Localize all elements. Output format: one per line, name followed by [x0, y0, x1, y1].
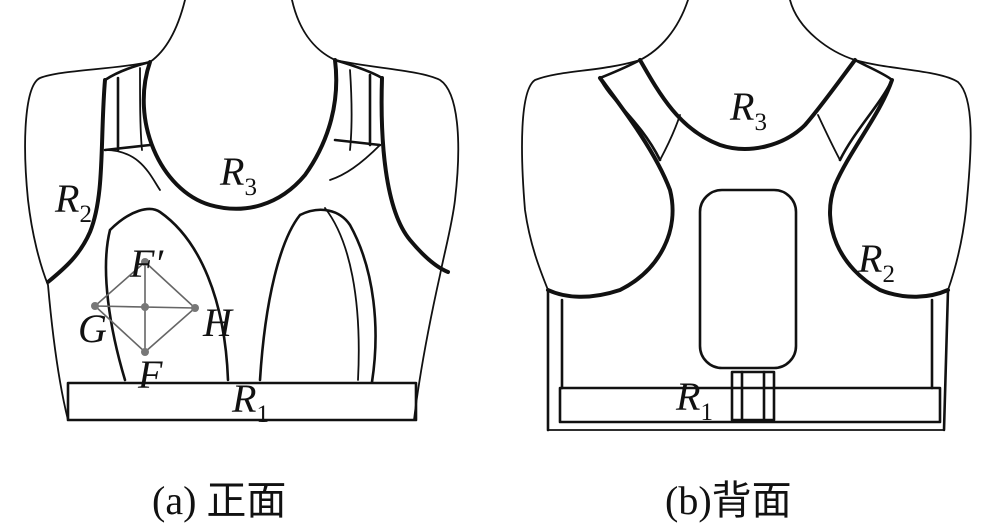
front-neck [149, 0, 336, 63]
back-hook-closure [730, 370, 776, 422]
front-strap-right [333, 58, 384, 147]
front-right-arm [334, 59, 460, 421]
back-label-r3: R3 [729, 84, 767, 136]
front-underband [66, 381, 418, 422]
back-label-r1: R1 [675, 374, 713, 426]
front-armhole-right [379, 76, 450, 274]
back-strap-right [838, 58, 894, 162]
front-guide-markers [91, 258, 199, 356]
front-label-f: F [137, 352, 163, 397]
back-armhole-left [546, 76, 675, 299]
front-strap-outer-right [349, 69, 353, 151]
back-neckline [638, 58, 857, 151]
back-label-r2: R2 [857, 236, 895, 288]
front-label-r3: R3 [219, 149, 257, 201]
front-neckline [141, 58, 339, 211]
front-cup-left [104, 207, 230, 382]
front-armhole-left [46, 78, 107, 284]
front-label-g: G [78, 306, 107, 351]
front-left-arm [24, 61, 151, 421]
back-left-arm [521, 59, 641, 291]
front-cup-right [258, 208, 377, 384]
front-label-h: H [202, 300, 234, 345]
front-label-r1: R1 [231, 376, 269, 428]
back-armhole-right [828, 78, 950, 299]
back-center-panel [698, 188, 798, 370]
back-strap-left-inner [659, 114, 681, 161]
back-side-left [546, 288, 564, 432]
back-hook-lines [740, 370, 766, 422]
front-view: R3 R2 R1 F′ G H F (a) 正面 [24, 0, 460, 523]
front-side-left [104, 149, 161, 191]
front-strap-outer-left [139, 67, 143, 151]
front-label-f-prime: F′ [129, 241, 164, 286]
back-caption: (b)背面 [665, 478, 792, 523]
back-neck [639, 0, 856, 61]
back-view: R3 R2 R1 (b)背面 [521, 0, 972, 523]
front-cup-seam-right [324, 207, 360, 381]
back-right-arm [854, 59, 972, 291]
front-label-r2: R2 [54, 176, 92, 228]
front-side-right [329, 144, 381, 181]
front-caption: (a) 正面 [152, 478, 286, 523]
back-strap-right-inner [817, 114, 841, 161]
back-underband [558, 386, 942, 424]
back-side-right [930, 288, 950, 432]
